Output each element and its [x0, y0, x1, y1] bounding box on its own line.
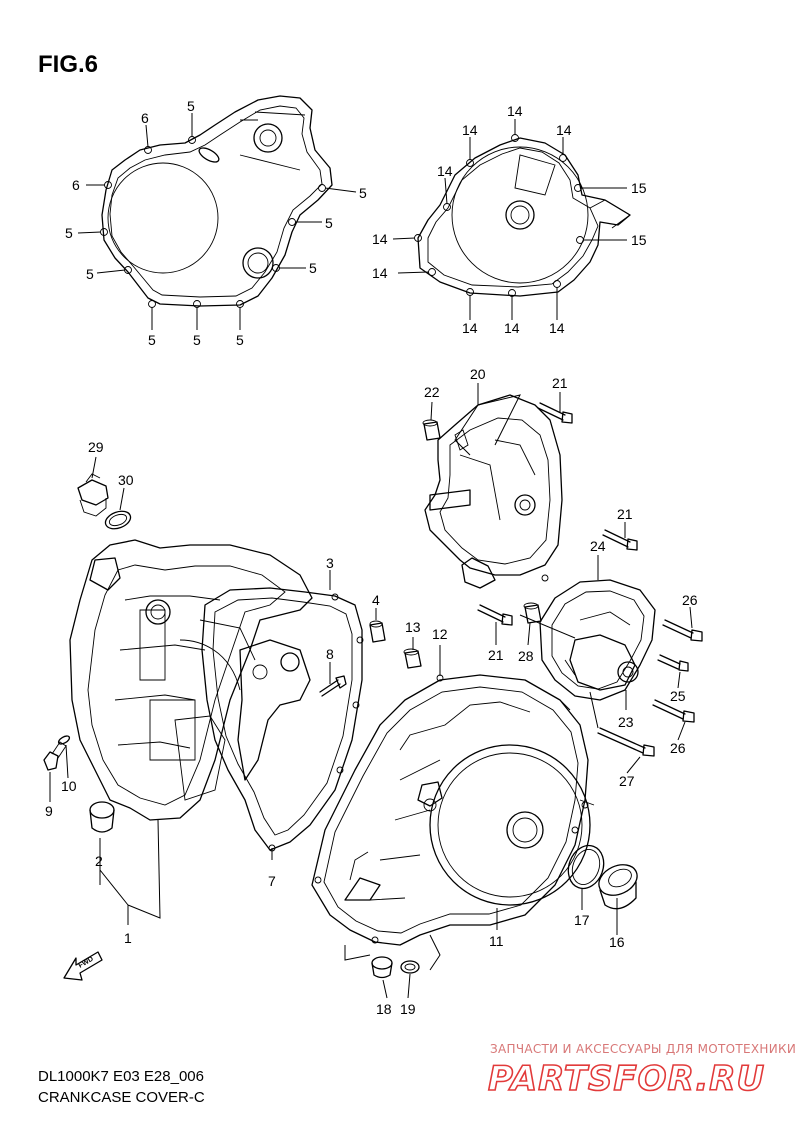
svg-text:19: 19: [400, 1001, 416, 1017]
svg-text:14: 14: [372, 265, 388, 281]
svg-text:18: 18: [376, 1001, 392, 1017]
svg-text:3: 3: [326, 555, 334, 571]
svg-text:28: 28: [518, 648, 534, 664]
svg-text:5: 5: [193, 332, 201, 348]
svg-text:13: 13: [405, 619, 421, 635]
model-code: DL1000K7 E03 E28_006: [38, 1068, 204, 1085]
bolt-26-lower: [652, 699, 695, 723]
o-ring-30: [104, 510, 132, 530]
leaders-left-gasket: [77, 113, 357, 330]
svg-text:6: 6: [141, 110, 149, 126]
fwd-arrow: FWD: [63, 951, 103, 981]
o-ring-17: [567, 844, 605, 890]
svg-text:5: 5: [359, 185, 367, 201]
svg-text:2: 2: [95, 853, 103, 869]
svg-text:5: 5: [148, 332, 156, 348]
svg-text:PARTSFOR.RU: PARTSFOR.RU: [488, 1059, 765, 1099]
bolt-27: [597, 727, 655, 757]
callouts-left-gasket: 5 6 6 5 5 5 5 5 5 5 5: [65, 98, 367, 348]
drain-bolt-9: [43, 741, 67, 771]
gasket-3: [201, 587, 364, 852]
watermark: ЗАПЧАСТИ И АКСЕССУАРЫ ДЛЯ МОТОТЕХНИКИ PA…: [487, 1042, 796, 1100]
svg-text:5: 5: [187, 98, 195, 114]
bolt-21-low: [477, 604, 513, 626]
svg-text:4: 4: [372, 592, 380, 608]
svg-text:14: 14: [504, 320, 520, 336]
svg-text:5: 5: [325, 215, 333, 231]
svg-text:5: 5: [86, 266, 94, 282]
svg-text:7: 7: [268, 873, 276, 889]
bolt-25: [657, 654, 689, 672]
svg-text:ЗАПЧАСТИ И АКСЕССУАРЫ ДЛЯ МОТО: ЗАПЧАСТИ И АКСЕССУАРЫ ДЛЯ МОТОТЕХНИКИ: [490, 1042, 796, 1056]
svg-text:FWD: FWD: [78, 956, 95, 970]
svg-text:15: 15: [631, 232, 647, 248]
dowel-pin-4: [369, 620, 386, 643]
svg-text:27: 27: [619, 773, 635, 789]
plug-18: [371, 956, 393, 979]
callouts-right-gasket: 14 14 14 14 15 14 15 14 14 14 14: [372, 103, 647, 336]
svg-text:6: 6: [72, 177, 80, 193]
svg-text:21: 21: [488, 647, 504, 663]
svg-text:10: 10: [61, 778, 77, 794]
svg-text:8: 8: [326, 646, 334, 662]
bolt-21-top: [537, 402, 573, 424]
crankcase: [69, 539, 313, 821]
svg-text:9: 9: [45, 803, 53, 819]
bolt-21-mid: [602, 529, 638, 551]
svg-text:16: 16: [609, 934, 625, 950]
svg-text:12: 12: [432, 626, 448, 642]
svg-text:14: 14: [556, 122, 572, 138]
svg-text:26: 26: [670, 740, 686, 756]
generator-cover: [311, 674, 595, 946]
svg-text:21: 21: [552, 375, 568, 391]
washer-10: [57, 735, 71, 745]
plug-16: [598, 864, 638, 910]
cover-20: [424, 394, 563, 589]
section-name: CRANKCASE COVER-C: [38, 1089, 205, 1106]
svg-text:14: 14: [507, 103, 523, 119]
svg-text:25: 25: [670, 688, 686, 704]
svg-text:14: 14: [462, 122, 478, 138]
svg-text:14: 14: [549, 320, 565, 336]
svg-text:21: 21: [617, 506, 633, 522]
svg-text:5: 5: [309, 260, 317, 276]
svg-text:26: 26: [682, 592, 698, 608]
water-pump-cover-24: [539, 579, 656, 701]
gasket-left: [100, 95, 333, 308]
svg-text:11: 11: [489, 933, 504, 949]
svg-text:1: 1: [124, 930, 132, 946]
part-callouts: 1 2 3 4 7 8 9 10 11 12 13 16 17 18 19 20…: [45, 366, 698, 1017]
part-leaders: [49, 383, 693, 999]
svg-text:5: 5: [65, 225, 73, 241]
dowel-pin-22: [422, 419, 441, 441]
svg-text:17: 17: [574, 912, 590, 928]
svg-text:24: 24: [590, 538, 606, 554]
svg-text:5: 5: [236, 332, 244, 348]
plug-2: [89, 801, 115, 833]
svg-text:23: 23: [618, 714, 634, 730]
svg-text:14: 14: [462, 320, 478, 336]
oil-filler-cap: [77, 473, 109, 517]
svg-text:15: 15: [631, 180, 647, 196]
gasket-right: [414, 134, 631, 297]
figure-title: FIG.6: [38, 51, 98, 78]
dowel-pin-13: [403, 648, 422, 669]
bolt-8: [319, 675, 347, 697]
leaders-right-gasket: [392, 119, 627, 320]
svg-text:22: 22: [424, 384, 440, 400]
svg-text:14: 14: [372, 231, 388, 247]
svg-text:14: 14: [437, 163, 453, 179]
svg-text:29: 29: [88, 439, 104, 455]
washer-19: [400, 960, 420, 974]
bolt-26-upper: [662, 619, 703, 642]
svg-text:20: 20: [470, 366, 486, 382]
svg-text:30: 30: [118, 472, 134, 488]
